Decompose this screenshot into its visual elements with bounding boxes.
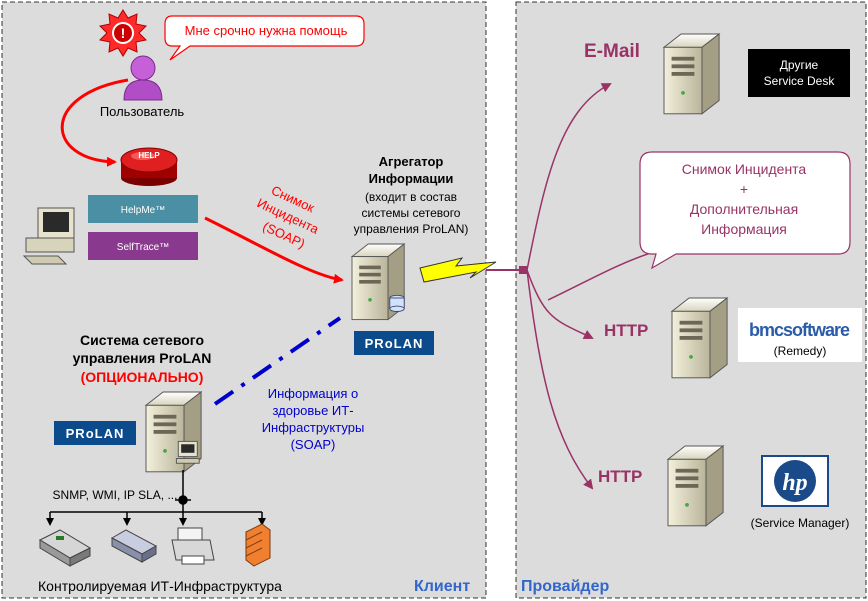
printer-icon	[171, 527, 215, 565]
router-icon	[38, 529, 92, 567]
client-zone-label: Клиент	[414, 578, 470, 595]
lightning-link-icon	[419, 257, 497, 283]
helpme-app-tile[interactable]	[88, 195, 198, 223]
bmc-logo-box	[738, 308, 862, 362]
svg-text:!: !	[121, 25, 126, 41]
email-server-icon	[663, 33, 720, 115]
hp-server-icon	[667, 445, 724, 527]
hp-logo: hp	[761, 455, 829, 507]
prolan-logo-aggregator	[354, 331, 434, 355]
prolan-logo-nms	[54, 421, 136, 445]
health-info-line4: (SOAP)	[291, 437, 336, 452]
workstation-icon	[22, 207, 75, 265]
other-service-desk-box	[748, 49, 850, 97]
email-label: E-Mail	[584, 41, 640, 62]
helpme-app-label: HelpMe™	[121, 205, 165, 216]
help-request-text: Мне срочно нужна помощь	[185, 23, 348, 38]
bmc-server-icon	[671, 297, 728, 379]
help-button-label: HELP	[138, 151, 160, 160]
client-zone	[1, 1, 487, 599]
snapshot-callout	[639, 151, 851, 270]
aggregator-sub-line2: системы сетевого	[362, 206, 461, 220]
help-request-bubble	[164, 15, 365, 61]
health-info-arrow	[213, 316, 342, 406]
nms-server-icon	[145, 391, 202, 473]
nms-title-line2: управления ProLAN	[73, 350, 212, 366]
http-label-2: HTTP	[598, 467, 642, 486]
help-button[interactable]: HELP	[120, 147, 178, 186]
provider-links	[526, 83, 661, 490]
aggregator-title-line1: Агрегатор	[379, 154, 444, 169]
aggregator-sub-line3: управления ProLAN)	[354, 222, 469, 236]
link-endpoint	[519, 266, 527, 274]
user-label: Пользователь	[100, 104, 185, 119]
switch-icon	[110, 529, 158, 563]
infrastructure-label: Контролируемая ИТ-Инфраструктура	[38, 578, 282, 594]
user-to-help-arrow	[60, 78, 129, 167]
protocols-label: SNMP, WMI, IP SLA, ...	[53, 488, 178, 502]
prolan-logo-aggregator-text: PRoLAN	[365, 336, 424, 351]
firewall-icon	[245, 523, 271, 567]
health-info-line2: здоровье ИТ-	[272, 403, 353, 418]
http-label-1: HTTP	[604, 321, 648, 340]
callout-line3: Дополнительная	[690, 201, 798, 217]
callout-line1: Снимок Инцидента	[682, 161, 807, 177]
hp-sub-label: (Service Manager)	[751, 516, 850, 530]
provider-zone-label: Провайдер	[521, 578, 609, 595]
hp-logo-text: hp	[782, 470, 807, 496]
alert-icon: !	[98, 9, 148, 57]
selftrace-app-label: SelfTrace™	[117, 242, 169, 253]
bmc-sub-label: (Remedy)	[774, 344, 827, 358]
callout-line2: +	[740, 181, 748, 197]
snapshot-soap-arrow	[204, 216, 344, 284]
prolan-logo-nms-text: PRoLAN	[66, 426, 125, 441]
health-info-line1: Информация о	[268, 386, 358, 401]
health-info-line3: Инфраструктуры	[262, 420, 365, 435]
aggregator-server-icon	[351, 243, 405, 321]
nms-optional: (ОПЦИОНАЛЬНО)	[81, 369, 204, 385]
other-sd-line2: Service Desk	[764, 74, 836, 88]
user-avatar-icon	[123, 55, 163, 101]
aggregator-title-line2: Информации	[369, 171, 454, 186]
bmc-logo: bmcsoftware	[749, 320, 850, 340]
nms-title-line1: Система сетевого	[80, 332, 204, 348]
aggregator-sub-line1: (входит в состав	[365, 190, 457, 204]
other-sd-line1: Другие	[780, 58, 819, 72]
callout-line4: Информация	[701, 221, 787, 237]
selftrace-app-tile[interactable]	[88, 232, 198, 260]
infrastructure-tree	[46, 470, 266, 526]
